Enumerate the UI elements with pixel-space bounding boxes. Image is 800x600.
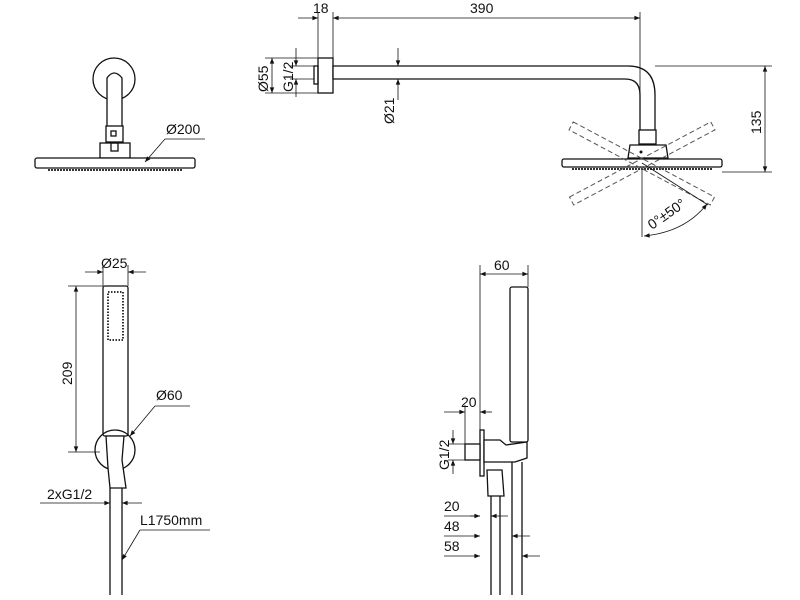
dim-head-diameter: Ø200: [166, 121, 200, 137]
dim-depth: 60: [494, 257, 510, 273]
wall-plate: [317, 57, 334, 94]
dim-thread: G1/2: [280, 61, 296, 92]
dim-handle-diameter: Ø25: [101, 255, 128, 271]
dim-plate-depth: 18: [313, 0, 329, 16]
hand-shower: [509, 286, 529, 443]
dim-handle-length: 209: [59, 361, 75, 385]
overhead-shower-front-view: Ø200: [34, 57, 205, 171]
dim-arm-diameter: Ø21: [381, 97, 397, 124]
dim-connections: 2xG1/2: [47, 486, 92, 502]
dim-offset-1: 20: [444, 498, 460, 514]
dim-offset-2: 48: [444, 518, 460, 534]
spray-nozzles: [107, 291, 124, 341]
dim-plate-diameter: Ø55: [255, 65, 271, 92]
dim-plate-diameter: Ø60: [156, 387, 183, 403]
hand-shower-side-view: 60 20 G1/2 20 48 58: [436, 257, 540, 595]
dim-thread: G1/2: [436, 439, 452, 470]
dim-arm-length: 390: [470, 0, 494, 16]
outlet: [464, 443, 481, 461]
overhead-shower-side-view: 18 390 Ø55 G1/2 Ø21 135 0°±50°: [255, 0, 772, 238]
arm-nut: [105, 125, 124, 143]
dim-offset-3: 58: [444, 538, 460, 554]
hand-shower-front-view: Ø25 209 Ø60 2xG1/2 L1750mm: [40, 255, 210, 595]
dim-outlet-depth: 20: [461, 394, 477, 410]
shower-head: [34, 157, 196, 169]
hand-shower: [102, 285, 129, 437]
shower-arm: [106, 72, 123, 129]
dim-drop-height: 135: [748, 110, 764, 134]
dim-hose-length: L1750mm: [140, 512, 202, 528]
dim-tilt-angle: 0°±50°: [645, 195, 689, 232]
